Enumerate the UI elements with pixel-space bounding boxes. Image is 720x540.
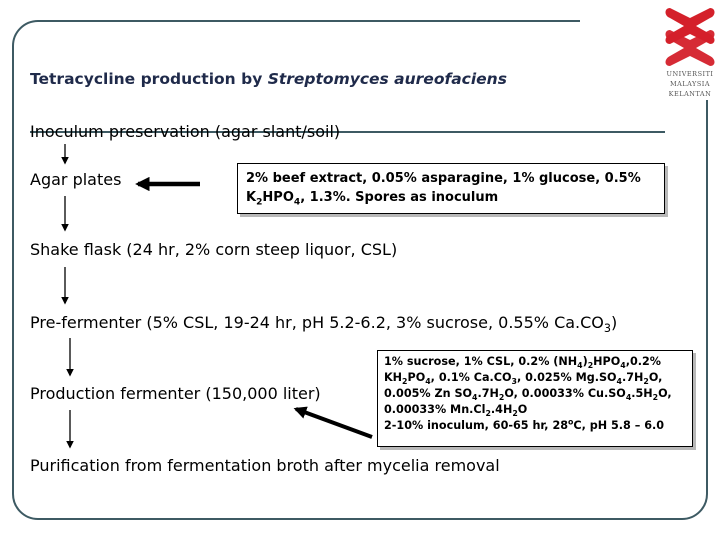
text-fragment: O, (658, 387, 672, 400)
subscript-text: 4 (616, 377, 622, 387)
production-medium-line-3: 0.005% Zn SO4.7H2O, 0.00033% Cu.SO4.5H2O… (384, 386, 686, 402)
text-fragment: 0.00033% Mn.Cl (384, 403, 486, 416)
subscript-text: 2 (256, 197, 263, 208)
text-fragment: 2-10% inoculum, 60-65 hr, 28 (384, 419, 569, 432)
text-fragment: K (246, 190, 257, 205)
text-fragment: PO (407, 371, 426, 384)
text-fragment: ) (611, 313, 618, 332)
subscript-text: 2 (643, 377, 649, 387)
text-fragment: 0.005% Zn SO (384, 387, 473, 400)
subscript-text: 2 (512, 409, 518, 419)
title-organism: Streptomyces aureofaciens (267, 70, 507, 88)
production-medium-line-5: 2-10% inoculum, 60-65 hr, 28oC, pH 5.8 –… (384, 418, 686, 434)
subscript-text: 4 (620, 361, 626, 371)
text-fragment: , 1.3%. Spores as inoculum (300, 190, 499, 205)
title-prefix: Tetracycline production by (30, 70, 268, 88)
subscript-text: 2 (652, 393, 659, 403)
subscript-text: 2 (498, 393, 505, 403)
umk-emblem-icon (665, 8, 715, 66)
text-fragment: .5H (631, 387, 653, 400)
subscript-text: o (568, 417, 574, 427)
agar-medium-line-1: 2% beef extract, 0.05% asparagine, 1% gl… (246, 171, 641, 186)
agar-medium-line-2: K2HPO4, 1.3%. Spores as inoculum (246, 188, 656, 207)
subscript-text: 2 (587, 361, 594, 371)
text-fragment: O (517, 403, 528, 416)
text-fragment: .7H (477, 387, 499, 400)
subscript-text: 3 (603, 322, 612, 336)
step-shake-flask: Shake flask (24 hr, 2% corn steep liquor… (30, 240, 398, 259)
slide-title: Tetracycline production by Streptomyces … (30, 70, 507, 88)
subscript-text: 4 (472, 393, 478, 403)
text-fragment: O, (648, 371, 663, 384)
logo-line-3: KELANTAN (668, 90, 712, 98)
text-fragment: C, pH 5.8 – 6.0 (573, 419, 665, 432)
production-medium-line-2: KH2PO4, 0.1% Ca.CO3, 0.025% Mg.SO4.7H2O, (384, 370, 686, 386)
text-fragment: ,0.2% (625, 355, 661, 368)
agar-medium-box: 2% beef extract, 0.05% asparagine, 1% gl… (237, 163, 665, 214)
text-fragment: KH (384, 371, 403, 384)
production-medium-line-1: 1% sucrose, 1% CSL, 0.2% (NH4)2HPO4,0.2% (384, 354, 686, 370)
text-fragment: 1% sucrose, 1% CSL, 0.2% (NH (384, 355, 578, 368)
subscript-text: 3 (511, 377, 517, 387)
text-fragment: HPO (593, 355, 621, 368)
logo-line-2: MALAYSIA (669, 80, 711, 88)
production-medium-box: 1% sucrose, 1% CSL, 0.2% (NH4)2HPO4,0.2%… (377, 350, 693, 447)
subscript-text: 4 (577, 361, 583, 371)
text-fragment: HPO (262, 190, 294, 205)
subscript-text: 2 (485, 409, 491, 419)
text-fragment: .7H (622, 371, 644, 384)
production-medium-line-4: 0.00033% Mn.Cl2.4H2O (384, 402, 686, 418)
subscript-text: 2 (402, 377, 408, 387)
step-production-fermenter: Production fermenter (150,000 liter) (30, 384, 321, 403)
step-agar-plates: Agar plates (30, 170, 122, 189)
subscript-text: 4 (293, 197, 301, 208)
subscript-text: 4 (625, 393, 632, 403)
text-fragment: Pre-fermenter (5% CSL, 19-24 hr, pH 5.2-… (30, 313, 604, 332)
step-purification: Purification from fermentation broth aft… (30, 456, 500, 475)
text-fragment: O, 0.00033% Cu.SO (504, 387, 626, 400)
diag-arrow-production-medium (293, 406, 373, 439)
text-fragment: , 0.025% Mg.SO (516, 371, 617, 384)
title-underline (30, 131, 665, 133)
logo-line-1: UNIVERSITI (666, 70, 714, 78)
step-pre-fermenter: Pre-fermenter (5% CSL, 19-24 hr, pH 5.2-… (30, 313, 618, 336)
subscript-text: 4 (425, 377, 431, 387)
text-fragment: , 0.1% Ca.CO (430, 371, 512, 384)
text-fragment: .4H (490, 403, 513, 416)
step-inoculum-preservation: Inoculum preservation (agar slant/soil) (30, 122, 341, 141)
text-fragment: ) (582, 355, 588, 368)
university-logo: UNIVERSITI MALAYSIA KELANTAN (662, 4, 718, 100)
